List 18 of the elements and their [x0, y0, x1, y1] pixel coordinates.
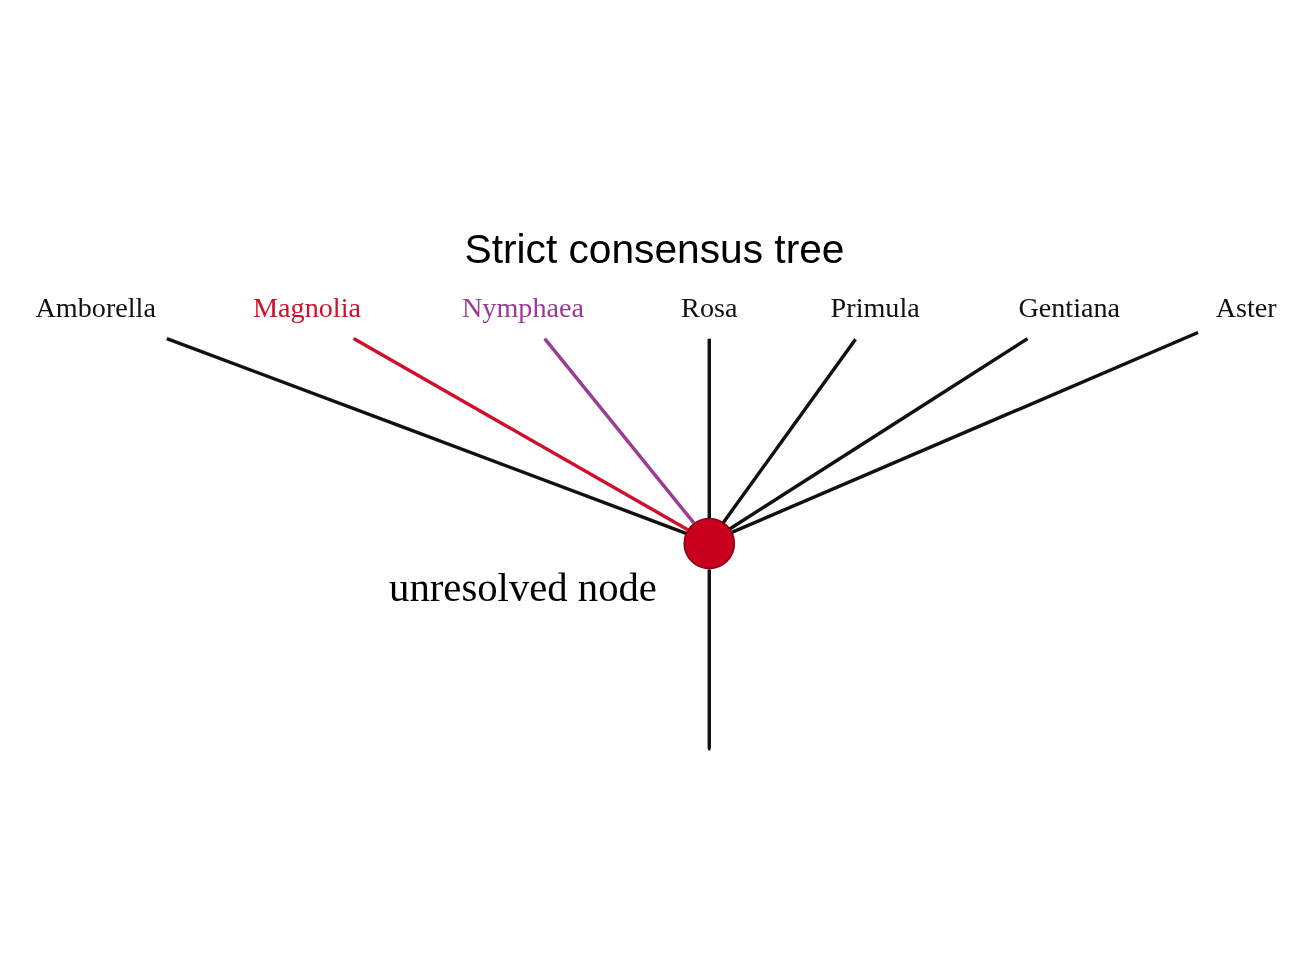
connector	[352, 337, 690, 532]
node-text: Magnolia	[253, 292, 361, 324]
connector	[707, 569, 711, 749]
node-label: unresolved node	[389, 565, 657, 611]
node-text: Primula	[830, 292, 920, 324]
connector	[543, 337, 696, 525]
node-text: Nymphaea	[462, 292, 585, 324]
node-circle	[683, 517, 736, 570]
connector	[731, 330, 1199, 534]
node-text: Rosa	[681, 292, 738, 324]
connector	[722, 338, 857, 524]
node-text: Gentiana	[1018, 292, 1121, 324]
connector	[707, 338, 711, 519]
node-text: Amborella	[35, 292, 156, 324]
connector	[166, 336, 687, 535]
diagram-title: Strict consensus tree	[464, 226, 845, 273]
connector	[728, 337, 1029, 531]
node-text: Aster	[1215, 292, 1277, 324]
